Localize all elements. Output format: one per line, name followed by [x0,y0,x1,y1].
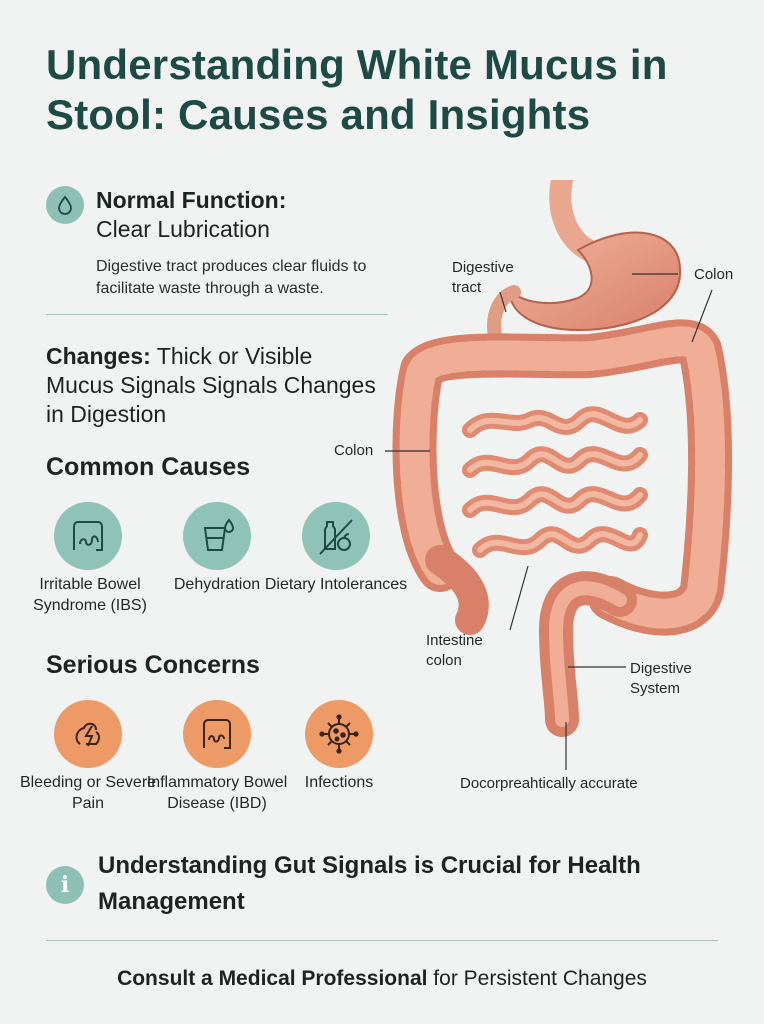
digestive-system-illustration [385,180,733,770]
page-title: Understanding White Mucus in Stool: Caus… [46,41,668,138]
normal-function-label: Normal Function: [96,187,287,213]
colon-icon [183,700,251,768]
virus-icon [305,700,373,768]
label-intestine-colon: Intestine colon [426,632,483,669]
footer-rest: for Persistent Changes [427,967,647,990]
label-colon-top: Colon [694,266,734,283]
common-causes-heading: Common Causes [46,453,251,481]
changes-text: Thick or Visible Mucus Signals Signals C… [46,343,376,427]
serious-concerns-heading: Serious Concerns [46,651,260,679]
changes-label: Changes: [46,343,151,369]
cause-label-dietary: Dietary Intolerances [264,576,408,593]
label-digestive-tract: Digestive tract [452,259,514,296]
cause-label-ibs: Irritable Bowel Syndrome (IBS) [33,576,147,614]
normal-function-subtitle: Clear Lubrication [96,216,270,242]
concern-label-infections: Infections [304,774,374,791]
intestine-icon [54,502,122,570]
pain-bolt-icon [54,700,122,768]
normal-function-heading: Normal Function: Clear Lubrication [96,186,286,244]
cause-label-dehydration: Dehydration [173,576,261,593]
changes-block: Changes: Thick or Visible Mucus Signals … [46,342,386,429]
normal-function-description: Digestive tract produces clear fluids to… [96,258,367,297]
water-glass-icon [183,502,251,570]
concern-label-bleeding: Bleeding or Severe Pain [19,774,157,812]
section-divider [46,314,388,315]
label-digestive-system: Digestive System [630,660,692,697]
food-intolerance-icon [302,502,370,570]
illustration-caption: Docorpreahtically accurate [460,775,638,792]
concern-label-ibd: Inflammatory Bowel Disease (IBD) [146,774,288,812]
info-icon: i [46,866,84,904]
footer-note: Consult a Medical Professional for Persi… [0,966,764,992]
summary-statement: Understanding Gut Signals is Crucial for… [98,852,641,915]
footer-bold: Consult a Medical Professional [117,967,428,990]
footer-divider [46,940,718,941]
label-colon-left: Colon [334,442,374,459]
droplet-icon [46,186,84,224]
